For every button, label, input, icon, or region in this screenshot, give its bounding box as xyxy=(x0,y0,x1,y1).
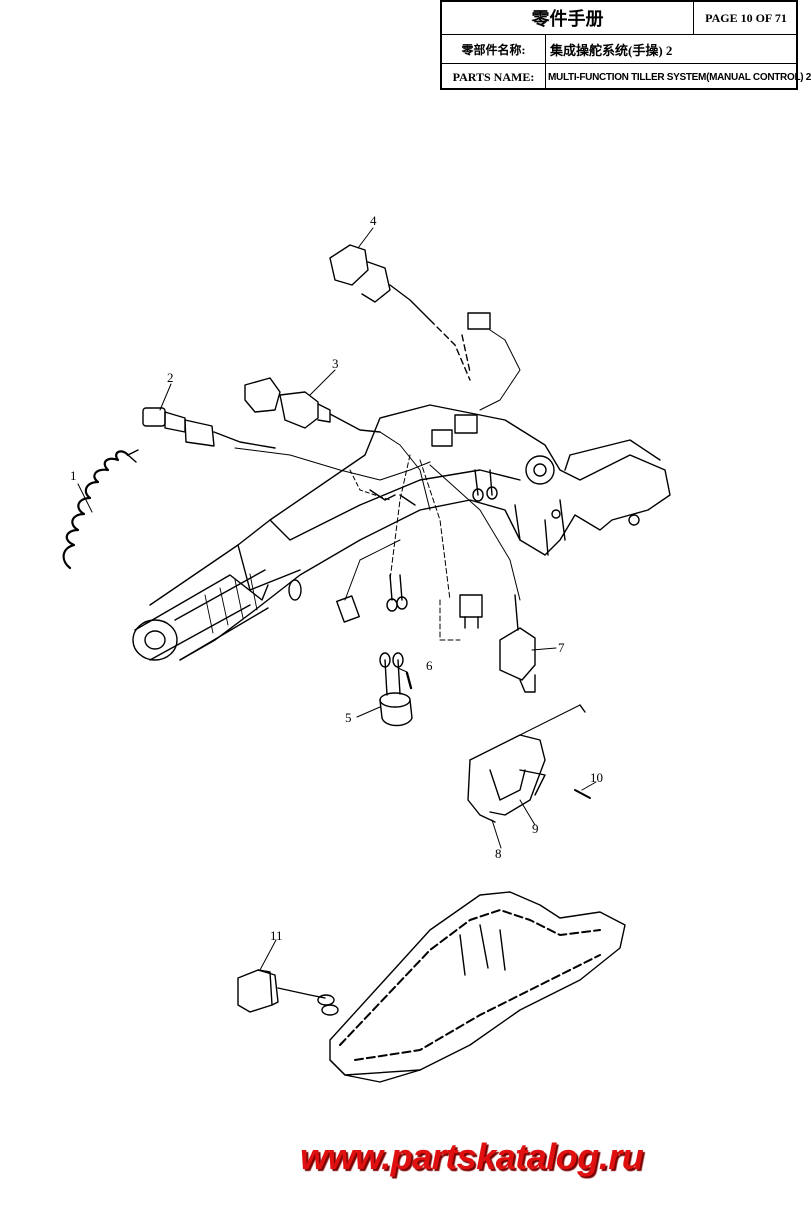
en-parts-value: MULTI-FUNCTION TILLER SYSTEM(MANUAL CONT… xyxy=(548,71,811,83)
twist-grip xyxy=(132,569,269,661)
callout-2: 2 xyxy=(167,370,174,385)
bracket-assembly-parts-8-9-10 xyxy=(467,704,591,823)
manual-title: 零件手册 xyxy=(442,2,694,34)
callout-6: 6 xyxy=(426,658,433,673)
connector-part-4 xyxy=(329,244,471,381)
cn-parts-label: 零部件名称: xyxy=(442,35,546,63)
key-switch-part-3 xyxy=(244,377,381,433)
cn-parts-value: 集成操舵系统(手操) 2 xyxy=(550,42,673,58)
connector-part-7 xyxy=(499,594,536,693)
title-row: 零件手册 PAGE 10 OF 71 xyxy=(442,2,796,35)
tiller-arm xyxy=(149,404,671,661)
callout-1: 1 xyxy=(70,468,77,483)
harness-connectors xyxy=(336,312,498,629)
lower-cover-housing xyxy=(329,891,626,1083)
page-number: PAGE 10 OF 71 xyxy=(705,10,787,25)
callout-9: 9 xyxy=(532,821,539,836)
callout-4: 4 xyxy=(370,213,377,228)
callout-labels: 1 2 3 4 5 6 7 8 9 10 11 xyxy=(70,213,603,943)
callout-11: 11 xyxy=(270,928,283,943)
watermark-url: www.partskatalog.ru xyxy=(300,1136,644,1177)
buzzer-part-5 xyxy=(379,652,413,727)
en-parts-label: PARTS NAME: xyxy=(442,64,546,90)
lanyard-coil-part-1 xyxy=(62,449,139,570)
wire-harness xyxy=(234,329,521,641)
title-block: 零件手册 PAGE 10 OF 71 零部件名称: 集成操舵系统(手操) 2 P… xyxy=(440,0,811,90)
switch-part-11 xyxy=(237,969,339,1016)
callout-7: 7 xyxy=(558,640,565,655)
callout-3: 3 xyxy=(332,356,339,371)
leader-lines xyxy=(77,227,597,971)
callout-5: 5 xyxy=(345,710,352,725)
stop-switch-part-2 xyxy=(142,407,276,449)
cn-name-row: 零部件名称: 集成操舵系统(手操) 2 xyxy=(442,35,796,64)
callout-10: 10 xyxy=(590,770,603,785)
callout-8: 8 xyxy=(495,846,502,861)
en-name-row: PARTS NAME: MULTI-FUNCTION TILLER SYSTEM… xyxy=(442,64,811,90)
